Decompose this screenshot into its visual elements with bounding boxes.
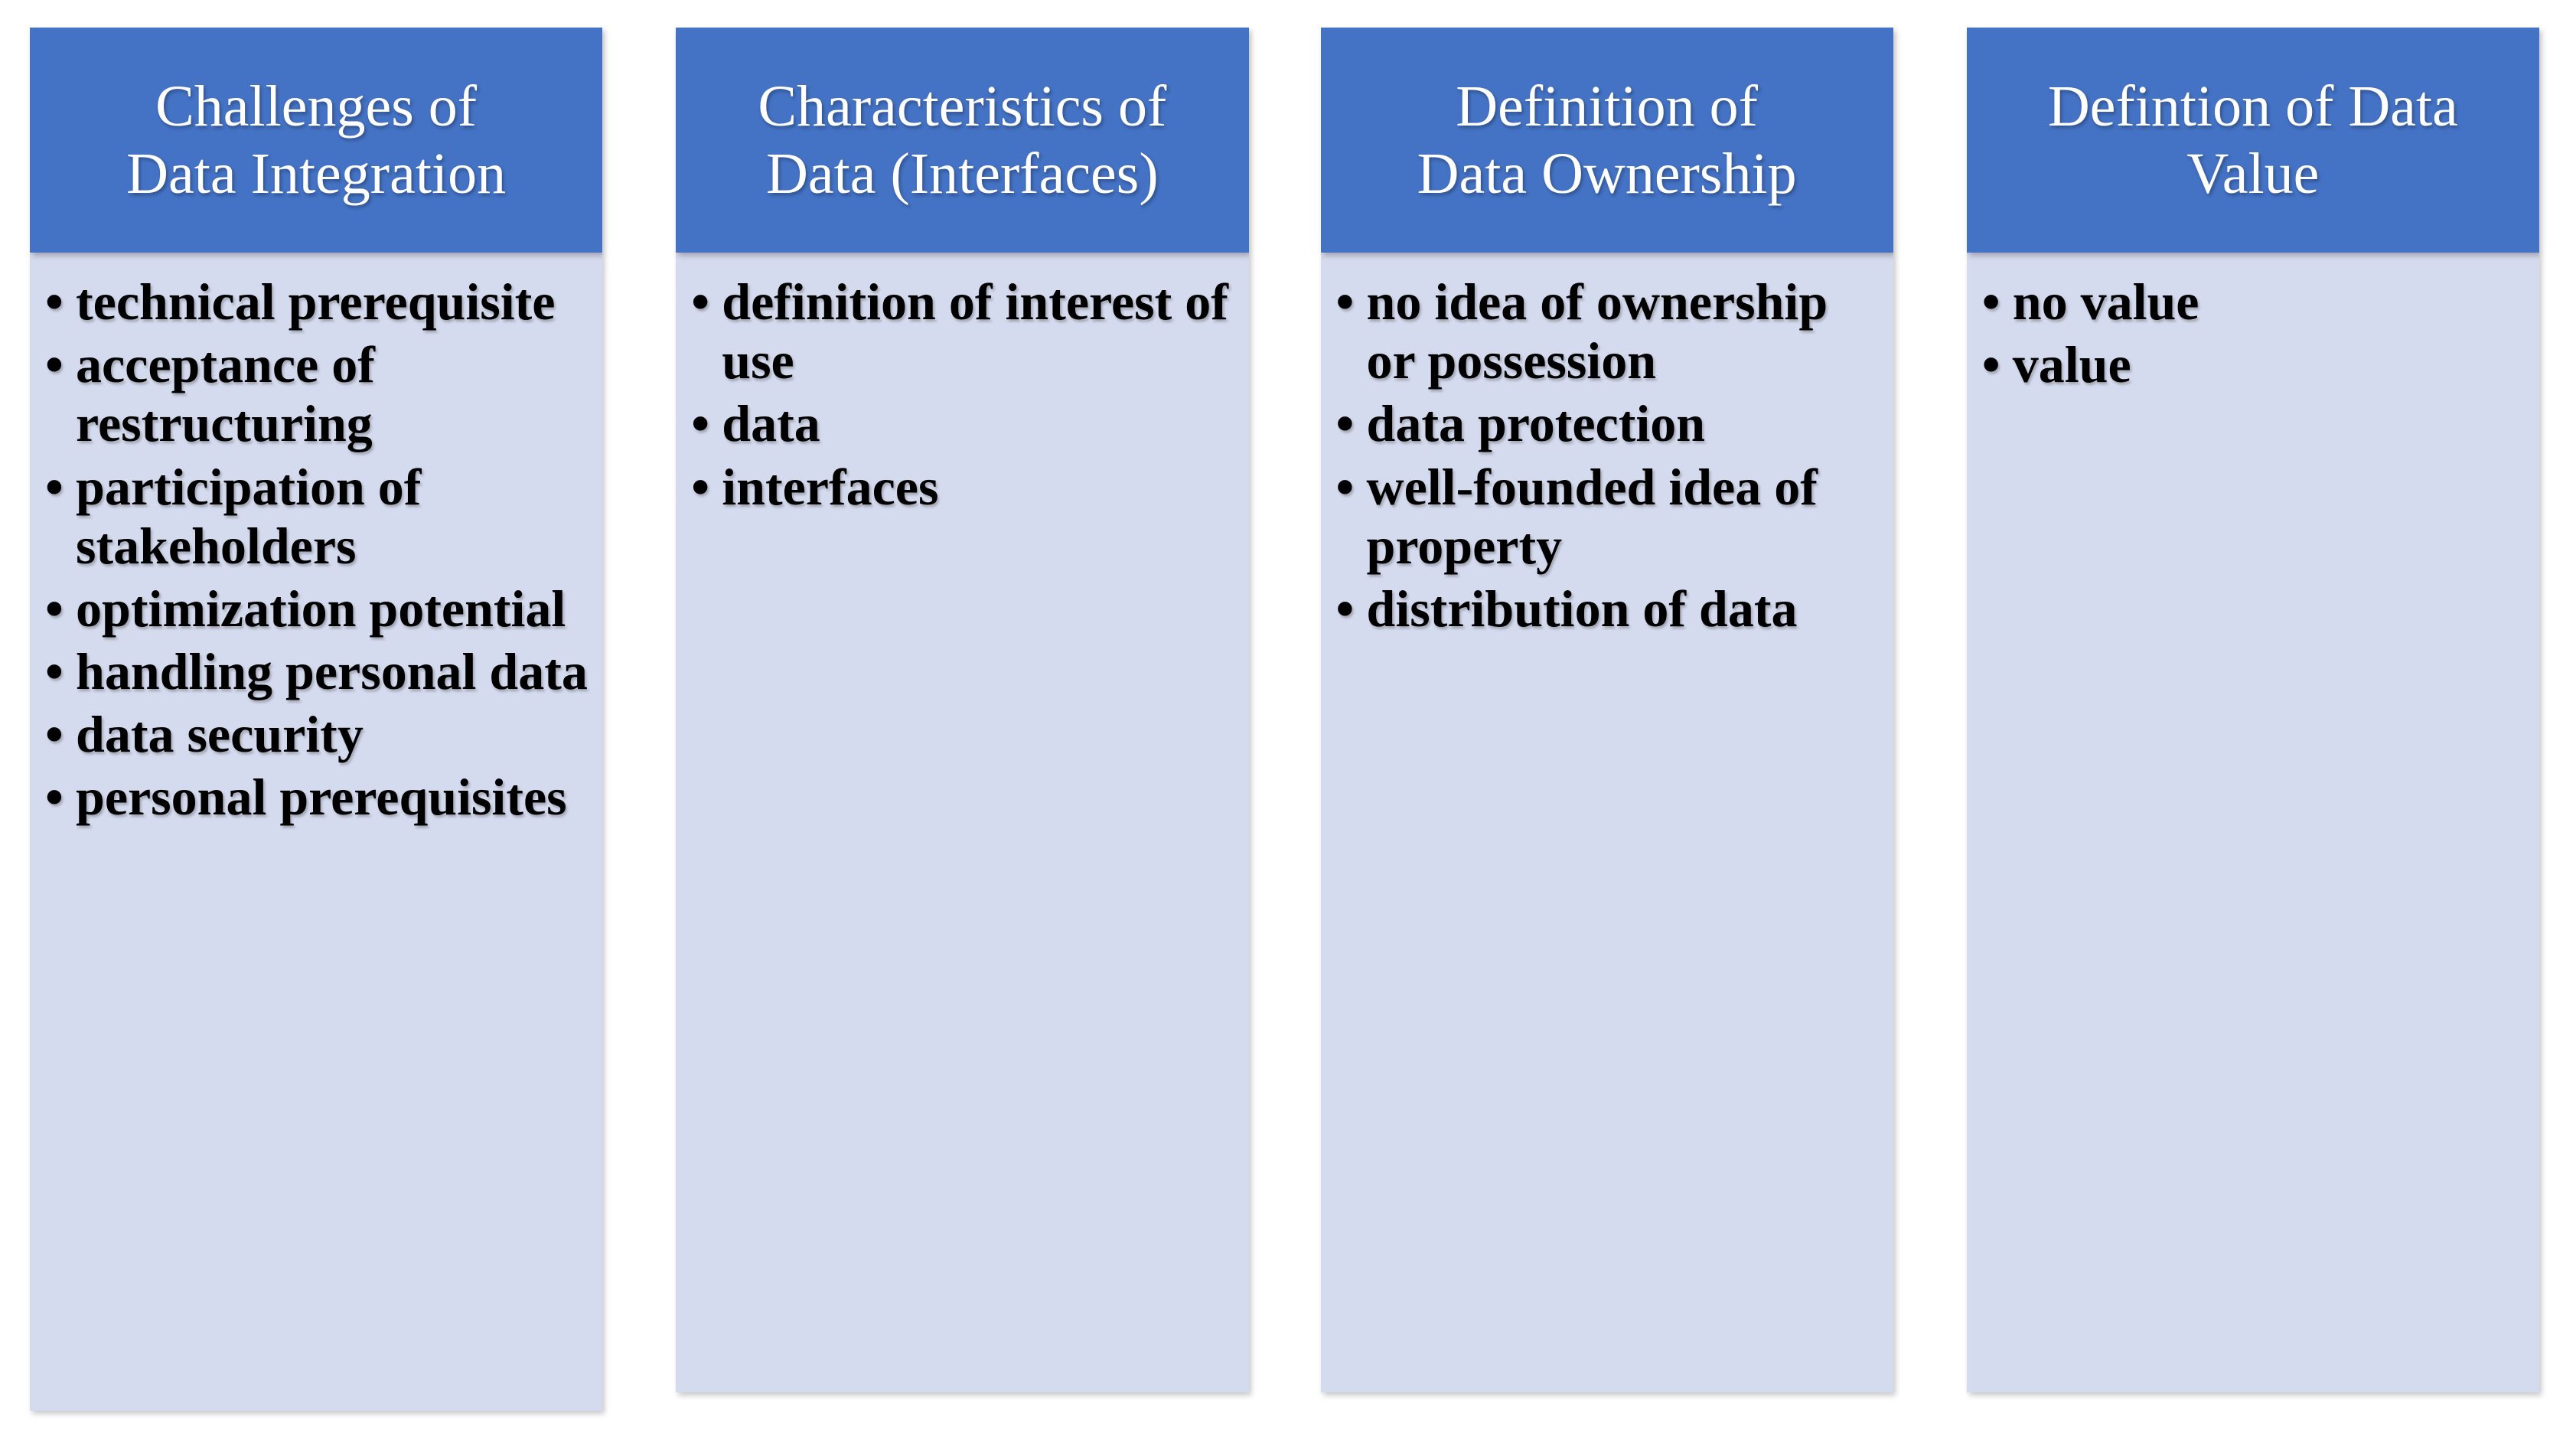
list-item: •data security — [41, 705, 593, 764]
bullet-dot-icon: • — [45, 705, 64, 764]
column-body-3: •no value •value — [1966, 253, 2539, 1392]
bullet-dot-icon: • — [45, 335, 64, 394]
column-header-label-3: Defintion of Data Value — [2047, 73, 2458, 206]
column-header-2: Definition of Data Ownership — [1320, 28, 1893, 253]
column-body-1: •definition of interest of use •data •in… — [676, 253, 1249, 1392]
column-header-label-1: Characteristics of Data (Interfaces) — [758, 73, 1167, 206]
column-body-0: •technical prerequisite •acceptance of r… — [30, 253, 603, 1411]
list-item: •definition of interest of use — [686, 273, 1239, 390]
column-header-label-2: Definition of Data Ownership — [1417, 73, 1797, 206]
column-header-3: Defintion of Data Value — [1966, 28, 2539, 253]
list-item: •participation of stakeholders — [41, 458, 593, 576]
list-item-label: no idea of ownership or possession — [1366, 273, 1828, 390]
list-item-label: data — [722, 394, 820, 453]
list-item: •distribution of data — [1332, 579, 1884, 638]
bullet-list-0: •technical prerequisite •acceptance of r… — [41, 273, 593, 827]
bullet-list-2: •no idea of ownership or possession •dat… — [1332, 273, 1884, 638]
bullet-dot-icon: • — [1335, 273, 1355, 331]
bullet-list-3: •no value •value — [1978, 273, 2530, 394]
list-item: •technical prerequisite — [41, 273, 593, 331]
column-header-label-0: Challenges of Data Integration — [126, 73, 507, 206]
list-item-label: handling personal data — [76, 642, 588, 701]
list-item-label: no value — [2012, 273, 2199, 331]
bullet-dot-icon: • — [45, 273, 64, 331]
column-definition-of-data-ownership: Definition of Data Ownership •no idea of… — [1320, 28, 1893, 1392]
list-item: •personal prerequisites — [41, 768, 593, 827]
list-item-label: value — [2012, 335, 2131, 394]
column-challenges-of-data-integration: Challenges of Data Integration •technica… — [30, 28, 603, 1411]
list-item-label: participation of stakeholders — [76, 457, 422, 575]
bullet-dot-icon: • — [691, 273, 710, 331]
list-item-label: well-founded idea of property — [1366, 457, 1818, 575]
list-item: •well-founded idea of property — [1332, 458, 1884, 576]
bullet-list-1: •definition of interest of use •data •in… — [686, 273, 1239, 517]
list-item-label: acceptance of restructuring — [76, 335, 375, 453]
list-item: •value — [1978, 335, 2530, 394]
bullet-dot-icon: • — [1335, 579, 1355, 638]
list-item: •handling personal data — [41, 642, 593, 701]
column-header-0: Challenges of Data Integration — [30, 28, 603, 253]
bullet-dot-icon: • — [45, 457, 64, 516]
list-item: •data protection — [1332, 394, 1884, 453]
list-item: •no value — [1978, 273, 2530, 331]
list-item: •data — [686, 394, 1239, 453]
list-item: •acceptance of restructuring — [41, 335, 593, 453]
list-item-label: definition of interest of use — [722, 273, 1228, 390]
list-item-label: optimization potential — [76, 579, 566, 638]
list-item: •no idea of ownership or possession — [1332, 273, 1884, 390]
list-item: •interfaces — [686, 458, 1239, 517]
column-body-2: •no idea of ownership or possession •dat… — [1320, 253, 1893, 1392]
column-header-1: Characteristics of Data (Interfaces) — [676, 28, 1249, 253]
bullet-dot-icon: • — [1981, 273, 2000, 331]
list-item-label: interfaces — [722, 457, 939, 516]
list-item: •optimization potential — [41, 579, 593, 638]
bullet-dot-icon: • — [45, 579, 64, 638]
column-characteristics-of-data-interfaces: Characteristics of Data (Interfaces) •de… — [676, 28, 1249, 1392]
bullet-dot-icon: • — [45, 768, 64, 827]
bullet-dot-icon: • — [1335, 457, 1355, 516]
bullet-dot-icon: • — [691, 394, 710, 453]
column-defintion-of-data-value: Defintion of Data Value •no value •value — [1966, 28, 2539, 1392]
list-item-label: data security — [76, 705, 364, 764]
bullet-dot-icon: • — [691, 457, 710, 516]
list-item-label: data protection — [1366, 394, 1706, 453]
bullet-dot-icon: • — [45, 642, 64, 701]
bullet-dot-icon: • — [1981, 335, 2000, 394]
list-item-label: personal prerequisites — [76, 768, 567, 827]
list-item-label: technical prerequisite — [76, 273, 556, 331]
bullet-dot-icon: • — [1335, 394, 1355, 453]
list-item-label: distribution of data — [1366, 579, 1798, 638]
